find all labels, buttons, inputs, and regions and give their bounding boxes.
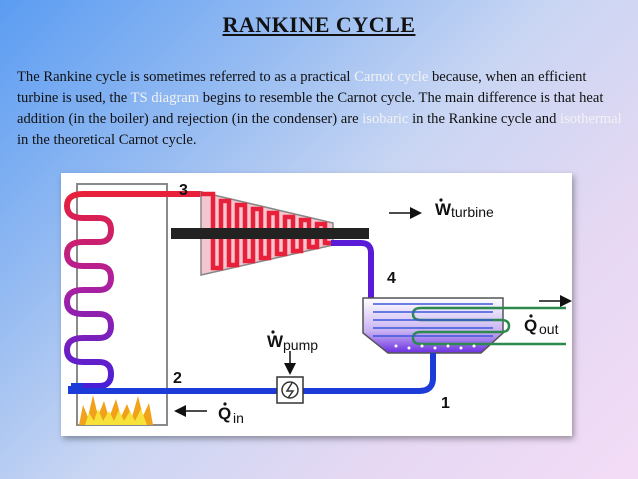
text-segment: because, when an efficient turbine is us… [17,69,587,106]
w-pump-dot [271,330,275,334]
w-turbine-symbol: W [435,200,452,219]
diagram-canvas: 3 4 2 1 W turbine W pump Q out Q in [63,182,572,426]
slide-title: RANKINE CYCLE [222,12,416,37]
q-out-symbol: Q [524,316,537,335]
q-out-dot [529,314,533,318]
w-pump-symbol: W [267,332,284,351]
state-point-1: 1 [441,395,450,412]
rankine-cycle-diagram: 3 4 2 1 W turbine W pump Q out Q in [61,173,572,436]
state-point-4: 4 [387,270,396,287]
q-in-symbol: Q [218,404,231,423]
condenser-coolant-tubes [411,306,566,346]
condensate-drops [394,344,476,350]
isobaric-link[interactable]: isobaric [362,111,409,127]
pipe-pump-to-boiler-main [68,386,277,394]
w-pump-subscript: pump [283,337,318,353]
isothermal-link[interactable]: isothermal [560,111,622,127]
pump [276,376,304,404]
w-turbine-subscript: turbine [451,204,494,220]
q-out-subscript: out [539,321,559,337]
text-segment: begins to resemble the Carnot cycle. The… [17,90,604,127]
pipe-turbine-to-condenser [331,240,374,298]
text-segment: The Rankine cycle is sometimes referred … [17,69,355,85]
state-point-3: 3 [179,182,188,199]
boiler-coil [63,191,204,389]
flame-icon [79,395,153,425]
condenser [362,297,566,354]
state-point-2: 2 [173,370,182,387]
text-segment: in the Rankine cycle and [408,111,561,127]
w-turbine-dot [439,198,443,202]
body-paragraph: The Rankine cycle is sometimes referred … [17,67,622,151]
carnot-cycle-link[interactable]: Carnot cycle [354,69,429,85]
ts-diagram-link[interactable]: TS diagram [130,90,200,106]
text-segment: in the theoretical Carnot cycle. [17,132,197,148]
pipe-condenser-to-pump [301,353,436,394]
q-in-subscript: in [233,410,244,426]
turbine-shaft [171,228,369,239]
q-in-dot [223,402,227,406]
